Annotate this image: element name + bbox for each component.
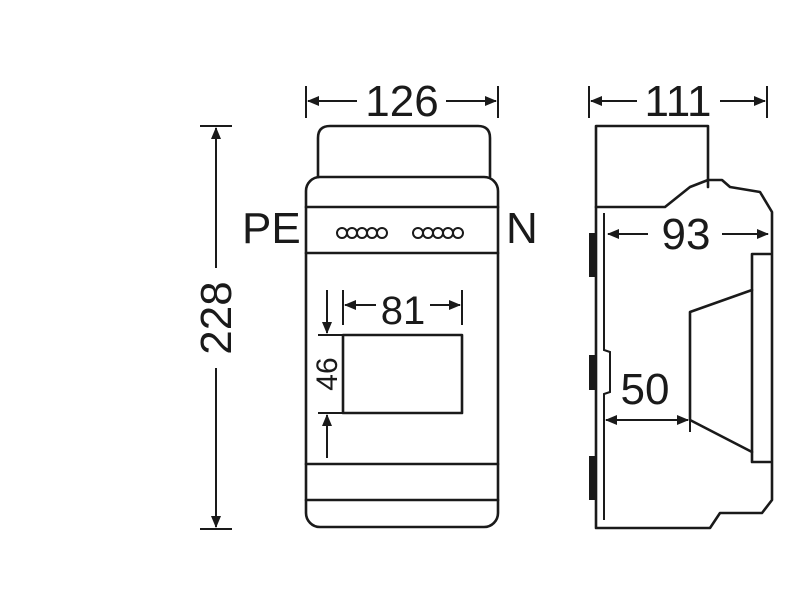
n-terminal-screws bbox=[412, 227, 464, 239]
pe-label: PE bbox=[242, 204, 301, 253]
dim-height bbox=[200, 125, 232, 530]
side-view bbox=[589, 124, 774, 530]
dim-height-label: 228 bbox=[192, 281, 241, 354]
dim-side-depth bbox=[588, 86, 768, 118]
front-view bbox=[304, 124, 500, 529]
dim-front-width bbox=[305, 86, 499, 118]
side-window-profile bbox=[688, 288, 754, 454]
pe-terminal-screws bbox=[336, 227, 388, 239]
side-top-block bbox=[594, 124, 710, 209]
front-top-cap bbox=[316, 124, 492, 179]
dim-window-height bbox=[318, 290, 343, 458]
dim-window-offset-label: 50 bbox=[621, 365, 670, 414]
side-inner-line bbox=[603, 213, 611, 520]
dim-window-width-label: 81 bbox=[381, 289, 426, 333]
side-clip-bottom bbox=[589, 456, 596, 500]
side-cover-panel bbox=[750, 252, 772, 464]
dim-window-height-label: 46 bbox=[311, 357, 344, 390]
n-label: N bbox=[506, 204, 538, 253]
front-body bbox=[304, 175, 500, 529]
dim-front-width-label: 126 bbox=[365, 77, 438, 126]
dim-side-depth-label: 111 bbox=[645, 77, 712, 126]
dim-window-offset bbox=[603, 400, 691, 432]
breaker-window bbox=[341, 333, 464, 415]
side-body-outline bbox=[594, 178, 774, 530]
dim-inner-depth-label: 93 bbox=[662, 210, 711, 259]
side-clip-middle bbox=[589, 355, 596, 390]
dim-window-width bbox=[342, 290, 463, 325]
side-clip-top bbox=[589, 233, 596, 277]
